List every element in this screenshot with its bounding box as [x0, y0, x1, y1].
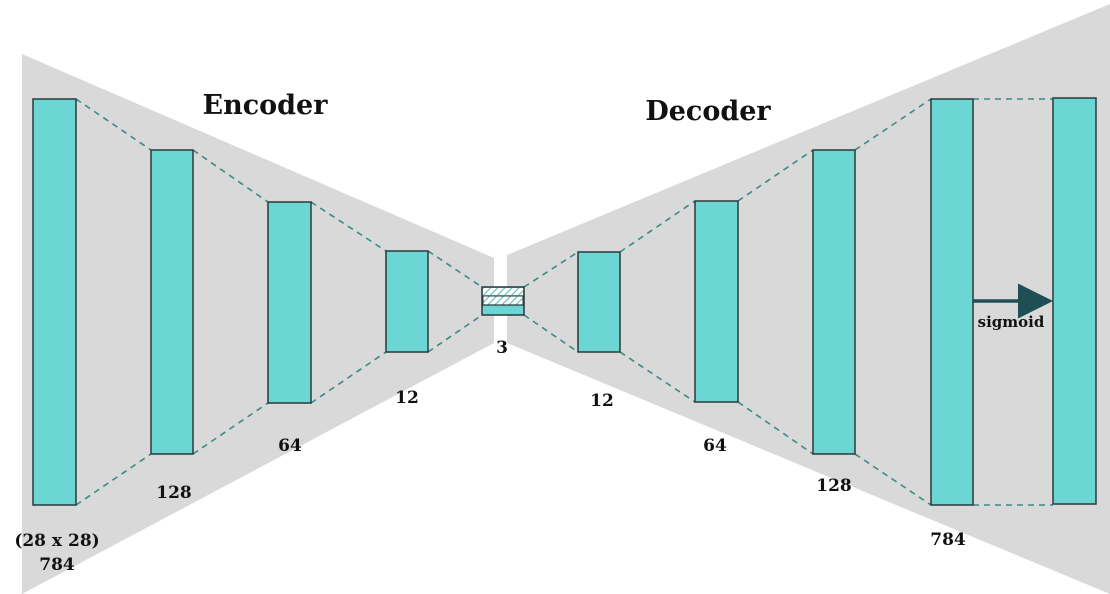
decoder-layer-64 [694, 200, 739, 403]
encoder-layer-128 [150, 149, 194, 455]
encoder-layer-128-label: 128 [156, 483, 192, 503]
decoder-layer-128 [812, 149, 856, 455]
bottleneck-label: 3 [496, 338, 508, 358]
encoder-input-shape-label: (28 x 28) [14, 531, 99, 551]
encoder-layer-64 [267, 201, 312, 404]
decoder-layer-128-label: 128 [816, 476, 852, 496]
decoder-layer-12 [577, 251, 621, 353]
bottleneck-layer [481, 286, 525, 316]
encoder-layer-784-label: 784 [39, 555, 75, 575]
decoder-layer-64-label: 64 [703, 436, 727, 456]
decoder-connectors [523, 98, 1053, 506]
decoder-layer-784-label: 784 [930, 530, 966, 550]
decoder-layer-12-label: 12 [590, 391, 614, 411]
encoder-connectors [75, 98, 483, 506]
encoder-layer-12 [385, 250, 429, 353]
sigmoid-label: sigmoid [978, 313, 1045, 331]
encoder-layer-64-label: 64 [278, 436, 302, 456]
decoder-title: Decoder [645, 96, 771, 127]
decoder-layer-784 [930, 98, 974, 506]
encoder-layer-784 [32, 98, 77, 506]
output-layer-784 [1052, 97, 1097, 505]
encoder-layer-12-label: 12 [395, 388, 419, 408]
encoder-title: Encoder [203, 90, 329, 121]
encoder-background-shape [22, 54, 494, 594]
